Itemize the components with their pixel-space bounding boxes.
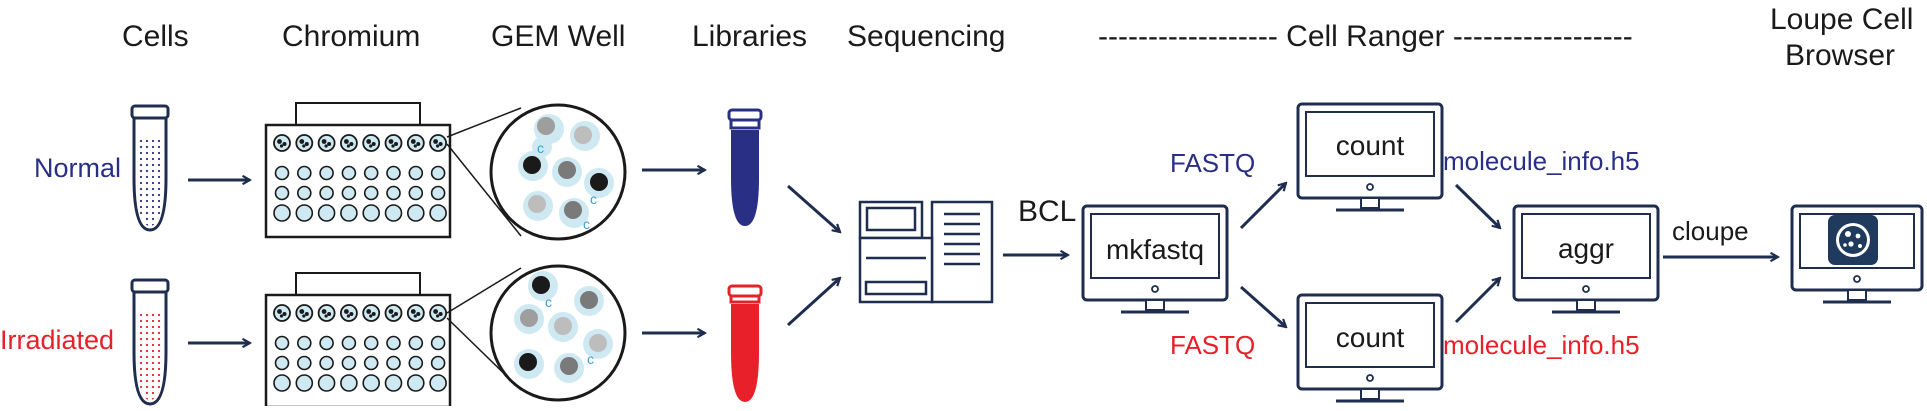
header-cell-ranger: ------------------ Cell Ranger ---------… bbox=[1098, 20, 1633, 53]
monitor-count-top-icon bbox=[1296, 102, 1444, 212]
chromium-chip-top-icon bbox=[264, 102, 452, 239]
library-tube-blue-icon bbox=[727, 108, 763, 226]
header-loupe: Loupe Cell Browser bbox=[1770, 2, 1914, 74]
svg-text:c: c bbox=[587, 351, 594, 367]
mkfastq-command: mkfastq bbox=[1105, 234, 1205, 265]
header-chromium: Chromium bbox=[282, 20, 421, 53]
library-tube-red-icon bbox=[727, 284, 763, 402]
sample-label-normal: Normal bbox=[34, 153, 122, 183]
arrow-count-bottom-to-aggr bbox=[1454, 278, 1500, 324]
header-gem-well: GEM Well bbox=[491, 20, 626, 53]
header-cells: Cells bbox=[122, 20, 189, 53]
count-bottom-command: count bbox=[1335, 322, 1405, 353]
bcl-label: BCL bbox=[1018, 195, 1077, 228]
tube-irradiated-icon bbox=[130, 278, 170, 406]
header-loupe-line1: Loupe Cell bbox=[1770, 3, 1914, 36]
molecule-info-bottom-label: molecule_info.h5 bbox=[1443, 330, 1640, 360]
svg-text:c: c bbox=[590, 191, 597, 207]
count-top-command: count bbox=[1335, 130, 1405, 161]
molecule-info-top-label: molecule_info.h5 bbox=[1443, 146, 1640, 176]
tube-normal-icon bbox=[130, 104, 170, 232]
svg-text:c: c bbox=[583, 216, 590, 232]
fastq-bottom-label: FASTQ bbox=[1170, 330, 1256, 360]
loupe-logo-icon bbox=[1828, 215, 1878, 265]
gem-well-top-icon: c c c bbox=[446, 103, 627, 241]
header-sequencing: Sequencing bbox=[847, 20, 1006, 53]
monitor-count-bottom-icon bbox=[1296, 293, 1444, 403]
arrow-mkfastq-to-count-top bbox=[1239, 183, 1286, 230]
cloupe-label: cloupe bbox=[1672, 216, 1749, 246]
fastq-top-label: FASTQ bbox=[1170, 148, 1256, 178]
aggr-command: aggr bbox=[1557, 233, 1615, 264]
monitor-aggr-icon bbox=[1512, 204, 1660, 314]
chromium-chip-bottom-icon bbox=[264, 272, 452, 409]
arrow-mkfastq-to-count-bottom bbox=[1240, 285, 1286, 327]
header-loupe-line2: Browser bbox=[1784, 39, 1896, 72]
arrow-library-to-sequencer-top bbox=[787, 184, 840, 232]
gem-well-bottom-icon: c c bbox=[446, 264, 627, 402]
arrow-count-top-to-aggr bbox=[1454, 183, 1500, 228]
svg-text:c: c bbox=[537, 140, 544, 156]
sample-label-irradiated: Irradiated bbox=[0, 325, 115, 355]
svg-text:c: c bbox=[545, 294, 552, 310]
monitor-mkfastq-icon bbox=[1081, 204, 1229, 314]
header-libraries: Libraries bbox=[692, 20, 808, 53]
sequencer-icon bbox=[858, 200, 994, 304]
arrow-library-to-sequencer-bottom bbox=[786, 278, 840, 327]
